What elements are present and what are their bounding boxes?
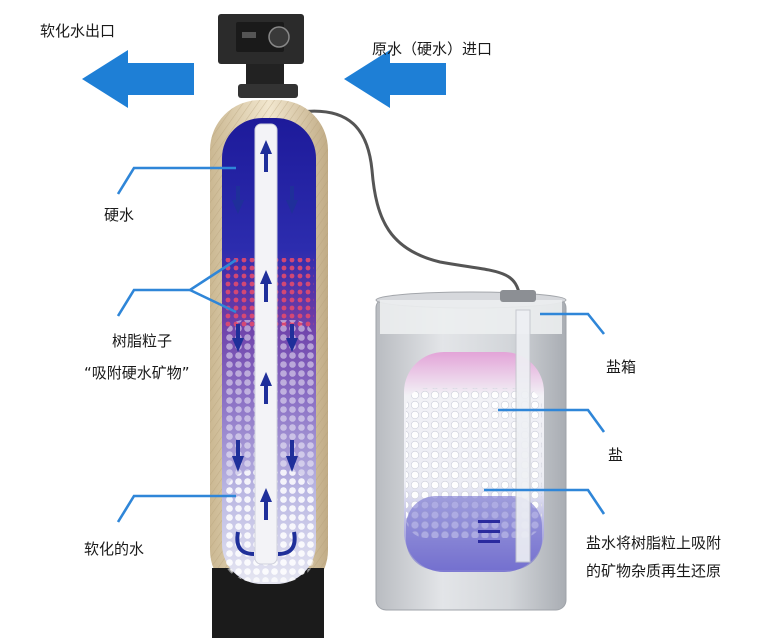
resin-sublabel: “吸附硬水矿物” — [84, 364, 190, 382]
control-valve-head — [218, 14, 304, 98]
inlet-arrow-icon — [344, 50, 446, 108]
resin-label: 树脂粒子 — [112, 332, 173, 350]
brine-tank-label: 盐箱 — [606, 358, 637, 376]
up-arrow-icon — [260, 140, 272, 520]
soft-water-outlet-label: 软化水出口 — [40, 22, 116, 40]
brine-flow-arrow-icon — [478, 520, 500, 543]
outlet-arrow-icon — [82, 50, 194, 108]
regeneration-label-line1: 盐水将树脂粒上吸附 — [586, 534, 722, 552]
salt-label: 盐 — [608, 446, 624, 464]
leader-lines — [116, 166, 606, 523]
down-arrow-icon — [232, 186, 298, 472]
regeneration-label-line2: 的矿物杂质再生还原 — [586, 562, 722, 580]
hard-water-label: 硬水 — [104, 206, 135, 224]
raw-water-inlet-label: 原水（硬水）进口 — [372, 40, 493, 58]
brine-pipe — [299, 109, 522, 299]
brine-tank — [375, 290, 567, 611]
resin-tank — [210, 100, 328, 638]
softened-water-label: 软化的水 — [84, 540, 145, 558]
